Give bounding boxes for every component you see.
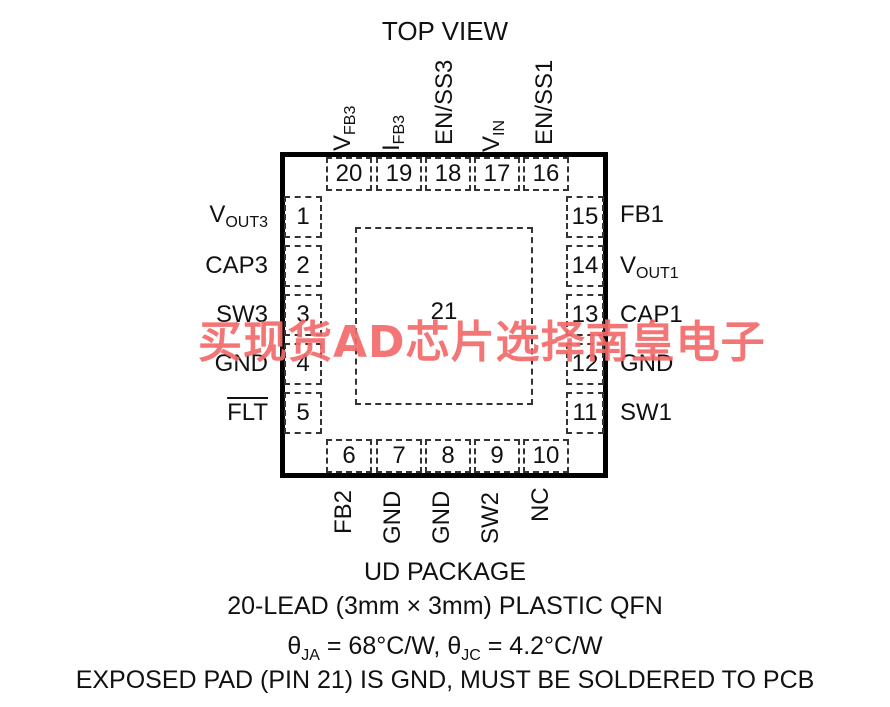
pin-7: 7 [376, 439, 422, 473]
label-gnd-left: GND [214, 350, 268, 377]
pin-4: 4 [284, 343, 322, 385]
pin-9: 9 [474, 439, 520, 473]
label-vout3: VOUT3 [209, 201, 268, 231]
label-en-ss3: EN/SS3 [431, 59, 458, 145]
pin-15: 15 [566, 196, 604, 238]
footer-package-desc: 20-LEAD (3mm × 3mm) PLASTIC QFN [227, 592, 663, 620]
label-flt: FLT [227, 399, 268, 426]
label-nc: NC [527, 487, 554, 522]
label-fb2: FB2 [330, 489, 357, 534]
label-gnd-pin8: GND [428, 490, 455, 544]
pin-1: 1 [284, 196, 322, 238]
pin-14: 14 [566, 245, 604, 287]
pin-19: 19 [376, 157, 422, 191]
label-vout1: VOUT1 [620, 252, 679, 282]
pin-20: 20 [326, 157, 372, 191]
label-sw1: SW1 [620, 399, 673, 426]
pin-12: 12 [566, 343, 604, 385]
label-gnd-right: GND [620, 350, 674, 377]
pin-11: 11 [566, 392, 604, 434]
label-sw3: SW3 [215, 301, 268, 328]
pin-2: 2 [284, 245, 322, 287]
label-gnd-pin7: GND [379, 490, 406, 544]
pin-16: 16 [523, 157, 569, 191]
pin-3: 3 [284, 294, 322, 336]
footer-package-name: UD PACKAGE [363, 558, 527, 586]
pin-5: 5 [284, 392, 322, 434]
pin-18: 18 [425, 157, 471, 191]
footer-note: EXPOSED PAD (PIN 21) IS GND, MUST BE SOL… [75, 666, 815, 694]
pin-6: 6 [326, 439, 372, 473]
pin-8: 8 [425, 439, 471, 473]
label-fb1: FB1 [620, 201, 665, 228]
watermark-text: 买现货AD芯片选择南皇电子 [198, 317, 766, 368]
exposed-pad-number: 21 [430, 298, 458, 325]
label-sw2: SW2 [477, 491, 504, 544]
package-outline [280, 152, 608, 478]
label-vin: VIN [478, 119, 508, 152]
label-cap3: CAP3 [205, 252, 268, 279]
exposed-pad [355, 227, 533, 405]
pin-17: 17 [474, 157, 520, 191]
label-cap1: CAP1 [620, 301, 683, 328]
label-en-ss1: EN/SS1 [531, 59, 558, 145]
pin-13: 13 [566, 294, 604, 336]
label-ifb3: IFB3 [378, 114, 408, 151]
diagram-title: TOP VIEW [381, 16, 509, 46]
footer-thermal: θJA = 68°C/W, θJC = 4.2°C/W [287, 632, 603, 664]
label-vfb3: VFB3 [329, 105, 359, 151]
pin-10: 10 [523, 439, 569, 473]
